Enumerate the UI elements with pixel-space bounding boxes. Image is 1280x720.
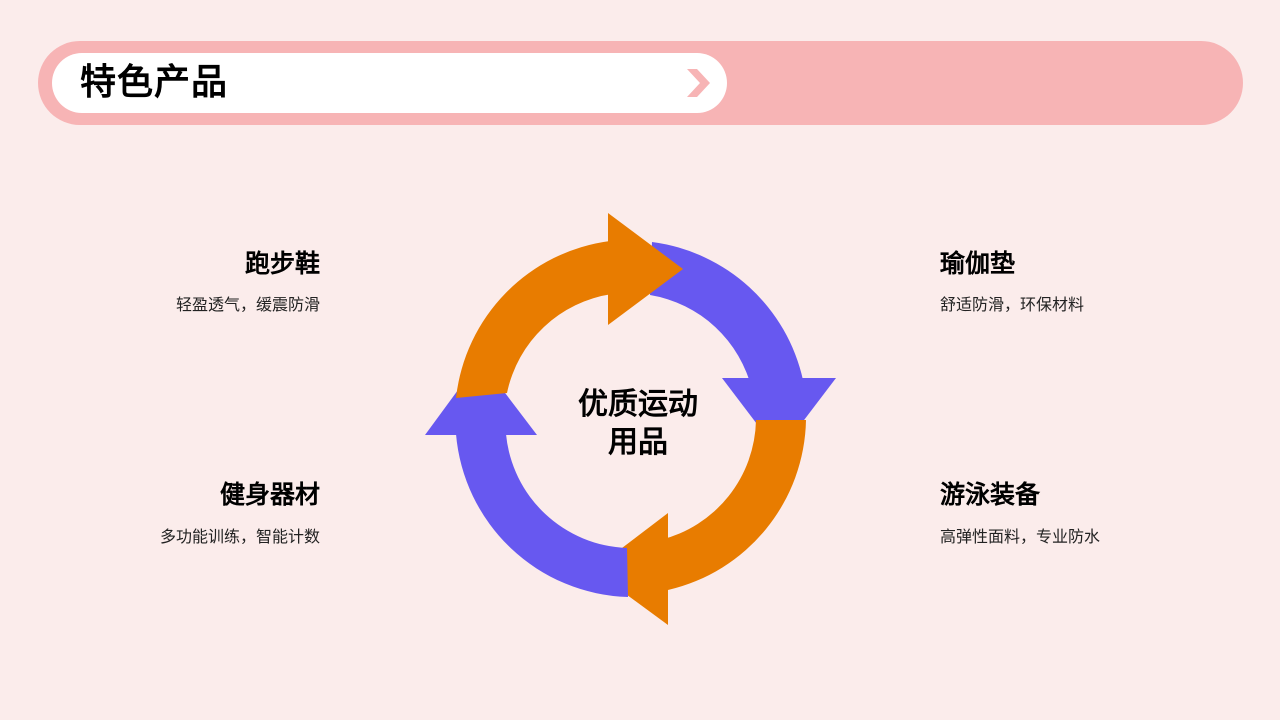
item-yoga-mat-title: 瑜伽垫 bbox=[940, 249, 1016, 278]
cycle-arc-top-left bbox=[456, 241, 612, 398]
item-yoga-mat-desc: 舒适防滑，环保材料 bbox=[940, 295, 1085, 314]
chevron-right-icon bbox=[687, 69, 710, 97]
cycle-arrow-left bbox=[593, 513, 668, 625]
header-title-pill bbox=[52, 53, 727, 113]
center-line-1: 优质运动 bbox=[578, 387, 698, 422]
item-fitness-equipment-title: 健身器材 bbox=[219, 480, 320, 509]
cycle-arc-bottom-left bbox=[456, 434, 628, 597]
page-title: 特色产品 bbox=[80, 62, 229, 103]
cycle-arrow-up bbox=[425, 360, 537, 435]
item-swim-gear-title: 游泳装备 bbox=[940, 480, 1041, 509]
item-running-shoes-desc: 轻盈透气，缓震防滑 bbox=[175, 295, 320, 314]
item-running-shoes-title: 跑步鞋 bbox=[244, 249, 320, 278]
cycle-arc-top-right bbox=[650, 242, 803, 390]
cycle-arrow-right bbox=[608, 213, 683, 325]
cycle-diagram bbox=[425, 213, 836, 625]
cycle-arc-bottom-right bbox=[660, 420, 806, 590]
item-swim-gear-desc: 高弹性面料，专业防水 bbox=[940, 527, 1101, 546]
item-fitness-equipment-desc: 多功能训练，智能计数 bbox=[159, 527, 320, 546]
center-line-2: 用品 bbox=[608, 425, 668, 460]
cycle-center-label: 优质运动 用品 bbox=[548, 386, 728, 462]
cycle-arrow-down bbox=[722, 378, 836, 453]
